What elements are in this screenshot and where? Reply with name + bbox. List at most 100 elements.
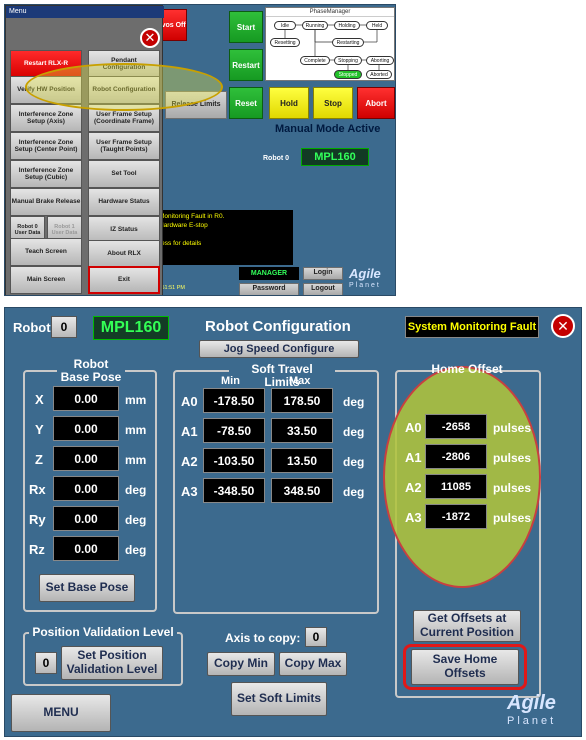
hardware-status-button[interactable]: Hardware Status [88, 188, 160, 216]
close-icon[interactable]: ✕ [140, 28, 160, 48]
state-stopping: Stopping [334, 56, 362, 65]
agile-planet-logo: Agile Planet [507, 692, 579, 734]
robot-label: Robot 0 [263, 155, 290, 162]
axis-to-copy-field[interactable]: 0 [305, 627, 327, 647]
axis-label: Z [35, 452, 43, 467]
teach-screen-button[interactable]: Teach Screen [10, 238, 82, 266]
start-button[interactable]: Start [229, 11, 263, 43]
message-line: Hardware E-stop [159, 221, 208, 229]
robot-configuration-screen: Robot 0 MPL160 Robot Configuration Syste… [4, 307, 582, 737]
exit-button[interactable]: Exit [88, 266, 160, 294]
a0-offset-field[interactable]: -2658 [425, 414, 487, 439]
robot-model-display: MPL160 [301, 148, 369, 166]
a0-min-field[interactable]: -178.50 [203, 388, 265, 413]
unit-label: deg [343, 425, 365, 439]
axis-label: A1 [405, 450, 422, 465]
logo-subtext: Planet [507, 715, 557, 727]
base-ry-field[interactable]: 0.00 [53, 506, 119, 531]
axis-label: A3 [405, 510, 422, 525]
unit-label: pulses [493, 451, 532, 465]
main-screen-button[interactable]: Main Screen [10, 266, 82, 294]
a3-offset-field[interactable]: -1872 [425, 504, 487, 529]
hold-button[interactable]: Hold [269, 87, 309, 119]
state-running: Running [302, 21, 328, 30]
phase-manager: PhaseManager Idle Running Holding Held R… [265, 7, 395, 81]
base-rx-field[interactable]: 0.00 [53, 476, 119, 501]
axis-label: Rz [29, 542, 45, 557]
copy-max-button[interactable]: Copy Max [279, 652, 347, 676]
validation-level-field[interactable]: 0 [35, 652, 57, 674]
get-offsets-button[interactable]: Get Offsets at Current Position [413, 610, 521, 642]
base-x-field[interactable]: 0.00 [53, 386, 119, 411]
menu-title: Menu [6, 6, 164, 18]
about-rlx-button[interactable]: About RLX [88, 240, 160, 268]
unit-label: deg [343, 455, 365, 469]
stop-button[interactable]: Stop [313, 87, 353, 119]
restart-button[interactable]: Restart [229, 49, 263, 81]
highlight-ellipse [25, 63, 223, 111]
close-icon[interactable]: ✕ [551, 314, 575, 338]
phase-manager-title: PhaseManager [266, 8, 394, 17]
state-idle: Idle [274, 21, 296, 30]
a3-max-field[interactable]: 348.50 [271, 478, 333, 503]
menu-button[interactable]: MENU [11, 694, 111, 732]
iz-setup-cubic-button[interactable]: Interference Zone Setup (Cubic) [10, 160, 82, 188]
user-role-display: MANAGER [239, 267, 299, 280]
logo-text: Agile [507, 692, 556, 714]
axis-label: A1 [181, 424, 198, 439]
logo-subtext: Planet [349, 282, 381, 289]
fault-status[interactable]: System Monitoring Fault [405, 316, 539, 338]
logout-button[interactable]: Logout [303, 283, 343, 295]
base-z-field[interactable]: 0.00 [53, 446, 119, 471]
manual-brake-release-button[interactable]: Manual Brake Release [10, 188, 82, 216]
state-aborting: Aborting [366, 56, 394, 65]
state-aborted: Aborted [366, 70, 392, 79]
reset-button[interactable]: Reset [229, 87, 263, 119]
a0-max-field[interactable]: 178.50 [271, 388, 333, 413]
robot-number-selector[interactable]: 0 [51, 316, 77, 338]
robot-label: Robot [13, 320, 51, 335]
login-button[interactable]: Login [303, 267, 343, 280]
save-home-offsets-button[interactable]: Save Home Offsets [411, 649, 519, 685]
state-resetting: Resetting [270, 38, 300, 47]
copy-min-button[interactable]: Copy Min [207, 652, 275, 676]
logo-text: Agile [349, 266, 381, 281]
iz-setup-axis-button[interactable]: Interference Zone Setup (Axis) [10, 104, 82, 132]
state-holding: Holding [334, 21, 360, 30]
a2-max-field[interactable]: 13.50 [271, 448, 333, 473]
axis-label: Y [35, 422, 44, 437]
unit-label: mm [125, 393, 147, 407]
set-base-pose-button[interactable]: Set Base Pose [39, 574, 135, 602]
a2-min-field[interactable]: -103.50 [203, 448, 265, 473]
unit-label: pulses [493, 421, 532, 435]
home-offset-title: Home Offset [431, 362, 503, 376]
set-validation-level-button[interactable]: Set Position Validation Level [61, 646, 163, 680]
min-header: Min [221, 375, 240, 387]
a3-min-field[interactable]: -348.50 [203, 478, 265, 503]
a1-max-field[interactable]: 33.50 [271, 418, 333, 443]
a1-offset-field[interactable]: -2806 [425, 444, 487, 469]
user-frame-taught-button[interactable]: User Frame Setup (Taught Points) [88, 132, 160, 160]
set-tool-button[interactable]: Set Tool [88, 160, 160, 188]
password-button[interactable]: Password [239, 283, 299, 295]
axis-label: A3 [181, 484, 198, 499]
validation-title: Position Validation Level [29, 626, 177, 639]
set-soft-limits-button[interactable]: Set Soft Limits [231, 682, 327, 716]
base-pose-title: Robot Base Pose [57, 358, 125, 384]
unit-label: deg [125, 543, 147, 557]
abort-button[interactable]: Abort [357, 87, 395, 119]
unit-label: deg [343, 485, 365, 499]
a2-offset-field[interactable]: 11085 [425, 474, 487, 499]
a1-min-field[interactable]: -78.50 [203, 418, 265, 443]
page-title: Robot Configuration [205, 318, 351, 335]
jog-speed-configure-button[interactable]: Jog Speed Configure [199, 340, 359, 358]
axis-label: X [35, 392, 44, 407]
base-y-field[interactable]: 0.00 [53, 416, 119, 441]
axis-label: A2 [405, 480, 422, 495]
base-rz-field[interactable]: 0.00 [53, 536, 119, 561]
iz-setup-center-button[interactable]: Interference Zone Setup (Center Point) [10, 132, 82, 160]
soft-limits-title: Soft Travel Limits [229, 363, 335, 389]
unit-label: mm [125, 423, 147, 437]
message-box[interactable]: Monitoring Fault in R0. Hardware E-stop … [155, 210, 293, 265]
axis-label: A0 [405, 420, 422, 435]
